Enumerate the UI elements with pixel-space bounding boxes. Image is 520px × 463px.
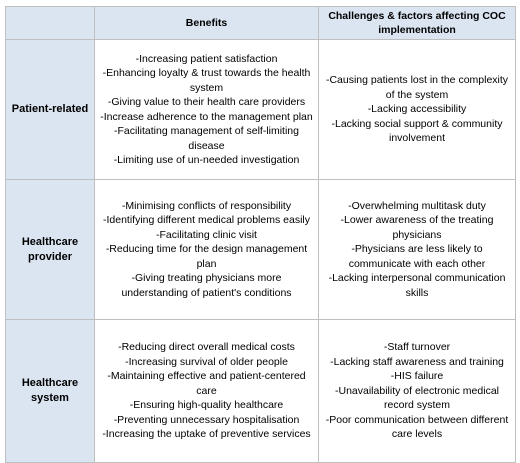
table-row: Healthcare provider -Minimising conflict… (5, 179, 516, 320)
list-item: -Increasing survival of older people (125, 355, 288, 368)
list-item: -Lacking social support & community invo… (331, 117, 503, 145)
header-benefits: Benefits (94, 6, 319, 40)
table-row: Patient-related -Increasing patient sati… (5, 39, 516, 180)
list-item: -Limiting use of un-needed investigation (113, 154, 300, 166)
list-item: -Poor communication between different ca… (325, 413, 509, 441)
list-item: -Identifying different medical problems … (103, 214, 310, 227)
list-item: -Facilitating management of self-limitin… (114, 125, 299, 152)
benefits-cell: -Reducing direct overall medical costs -… (94, 319, 319, 463)
header-corner-cell (5, 6, 95, 40)
challenges-cell: -Causing patients lost in the complexity… (318, 39, 516, 180)
table-row: Healthcare system -Reducing direct overa… (5, 319, 516, 463)
list-item: -Staff turnover (383, 341, 451, 354)
list-item: -Giving treating physicians more underst… (121, 272, 292, 299)
list-item: -Lacking staff awareness and training (330, 355, 504, 368)
row-label-patient: Patient-related (5, 39, 95, 180)
list-item: -Increase adherence to the management pl… (100, 110, 313, 123)
coc-table: Benefits Challenges & factors affecting … (5, 6, 516, 463)
list-item: -Lower awareness of the treating physici… (340, 214, 494, 241)
challenges-cell: -Overwhelming multitask duty -Lower awar… (318, 179, 516, 320)
header-row: Benefits Challenges & factors affecting … (5, 6, 516, 40)
list-item: -Reducing direct overall medical costs (118, 341, 295, 354)
list-item: -Increasing the uptake of preventive ser… (102, 428, 311, 441)
list-item: -Lacking interpersonal communication ski… (328, 272, 506, 299)
list-item: -Facilitating clinic visit (156, 228, 257, 241)
benefits-cell: -Minimising conflicts of responsibility … (94, 179, 319, 320)
list-item: -Overwhelming multitask duty (348, 199, 486, 212)
benefits-cell: -Increasing patient satisfaction -Enhanc… (94, 39, 319, 180)
list-item: -Lacking accessibility (367, 103, 467, 116)
list-item: -Reducing time for the design management… (105, 243, 308, 270)
header-challenges: Challenges & factors affecting COC imple… (318, 6, 516, 40)
list-item: -Unavailability of electronic medical re… (335, 384, 499, 412)
list-item: -Giving value to their health care provi… (107, 96, 306, 108)
list-item: -Minimising conflicts of responsibility (121, 199, 292, 212)
challenges-cell: -Staff turnover -Lacking staff awareness… (318, 319, 516, 463)
row-label-system: Healthcare system (5, 319, 95, 463)
list-item: -Preventing unnecessary hospitalisation (113, 413, 300, 426)
list-item: -HIS failure (390, 370, 444, 383)
list-item: -Increasing patient satisfaction (135, 52, 278, 65)
list-item: -Causing patients lost in the complexity… (325, 74, 509, 101)
row-label-provider: Healthcare provider (5, 179, 95, 320)
list-item: -Physicians are less likely to communica… (348, 243, 486, 270)
list-item: -Maintaining effective and patient-cente… (107, 370, 306, 397)
list-item: -Ensuring high-quality healthcare (129, 399, 284, 412)
list-item: -Enhancing loyalty & trust towards the h… (102, 67, 311, 94)
